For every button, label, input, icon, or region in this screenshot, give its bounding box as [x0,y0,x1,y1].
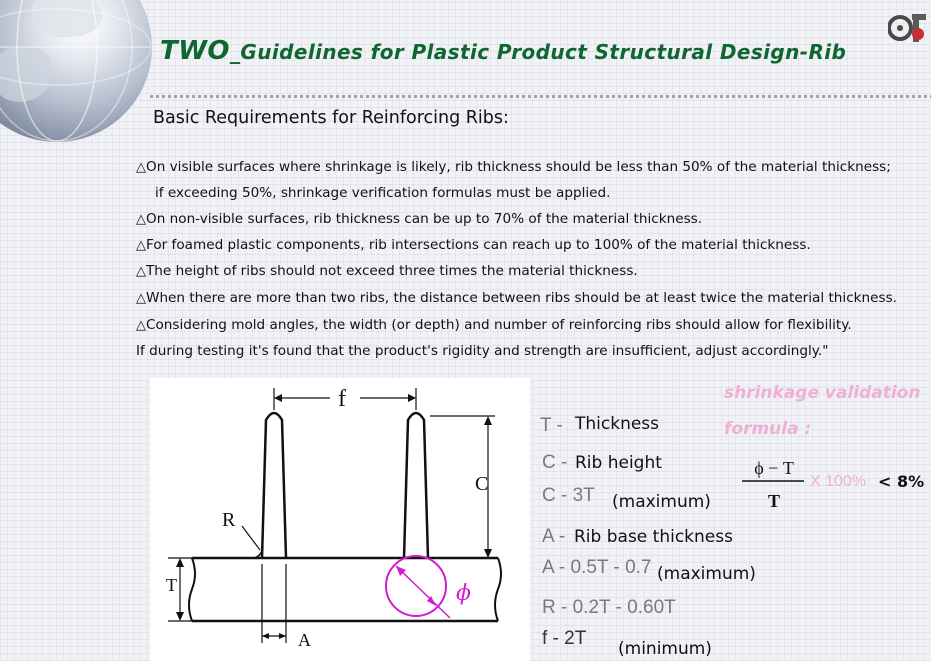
formula-label-line1: shrinkage validation [724,383,921,403]
legend-def-f-minimum: (minimum) [618,639,712,659]
legend-term-f: f - 2T [542,628,587,649]
label-r: R [222,509,236,531]
legend-def-a-maximum: (maximum) [657,564,756,584]
title-rest: _Guidelines for Plastic Product Structur… [230,40,847,64]
triangle-bullet-icon: △ [136,160,146,175]
requirement-item: △The height of ribs should not exceed th… [136,263,638,279]
rib-section-diagram: R f C T A ϕ [150,378,530,661]
triangle-bullet-icon: △ [136,318,146,333]
formula-numerator: ϕ − T [754,458,794,478]
label-t: T [166,575,177,595]
label-phi: ϕ [456,581,471,606]
triangle-bullet-icon: △ [136,264,146,279]
requirement-item: △For foamed plastic components, rib inte… [136,237,811,253]
globe-meridians [0,0,152,142]
requirement-item: △When there are more than two ribs, the … [136,290,898,306]
triangle-bullet-icon: △ [136,212,146,227]
legend-term-c: C - [542,452,568,473]
legend-term-a: A - [542,526,566,547]
title-divider [150,95,931,98]
shrinkage-formula: ϕ − T T X 100% < 8% [742,458,924,511]
label-f: f [338,386,346,412]
requirement-item: If during testing it's found that the pr… [136,343,829,359]
requirement-item: △On visible surfaces where shrinkage is … [136,159,891,175]
legend-term-r-range: R - 0.2T - 0.60T [542,597,676,618]
company-logo [888,14,926,42]
legend-def-rib-base-thickness: Rib base thickness [574,527,733,547]
legend-def-rib-height: Rib height [575,453,662,473]
legend-term-a-range: A - 0.5T - 0.7 [542,557,652,578]
label-c: C [475,473,488,495]
section-heading: Basic Requirements for Reinforcing Ribs: [153,108,509,128]
legend-def-thickness: Thickness [575,414,660,434]
requirement-item: △On non-visible surfaces, rib thickness … [136,211,703,227]
formula-label-line2: formula : [724,419,812,439]
formula-denominator: T [768,491,780,511]
page-title: TWO_Guidelines for Plastic Product Struc… [160,36,846,66]
triangle-bullet-icon: △ [136,291,146,306]
title-prefix: TWO [160,36,231,66]
requirement-item: if exceeding 50%, shrinkage verification… [155,185,611,201]
legend-term-t: T - [540,415,563,436]
legend-term-c-3t: C - 3T [542,485,595,506]
legend-def-c-maximum: (maximum) [612,492,711,512]
formula-comparison: < 8% [878,472,924,491]
formula-multiplier: X 100% [810,473,866,490]
requirement-item: △Considering mold angles, the width (or … [136,317,852,333]
triangle-bullet-icon: △ [136,238,146,253]
globe-decoration [0,0,152,142]
label-a: A [298,630,311,650]
